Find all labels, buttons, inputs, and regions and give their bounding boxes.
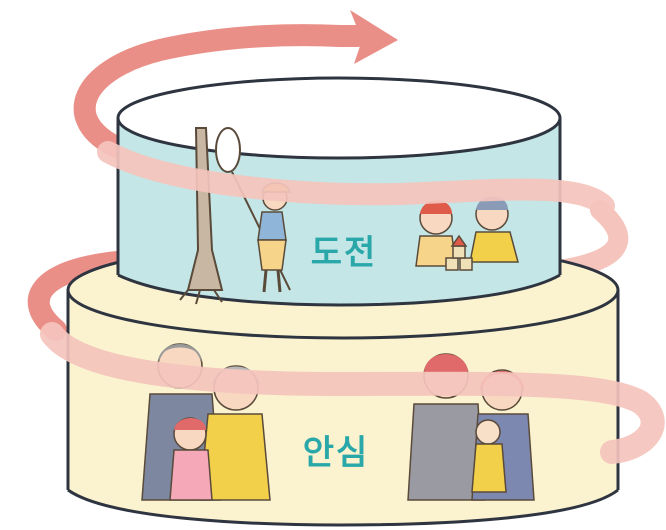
top-tier-top xyxy=(116,76,562,160)
arrow-head-icon xyxy=(350,10,398,64)
arrow-ribbon-front xyxy=(40,25,665,464)
parents-holding-baby-icon xyxy=(407,353,535,501)
bottom-tier-bottom-edge xyxy=(67,488,619,527)
top-tier-label: 도전 xyxy=(311,233,378,273)
bottom-tier-label: 안심 xyxy=(303,433,370,473)
